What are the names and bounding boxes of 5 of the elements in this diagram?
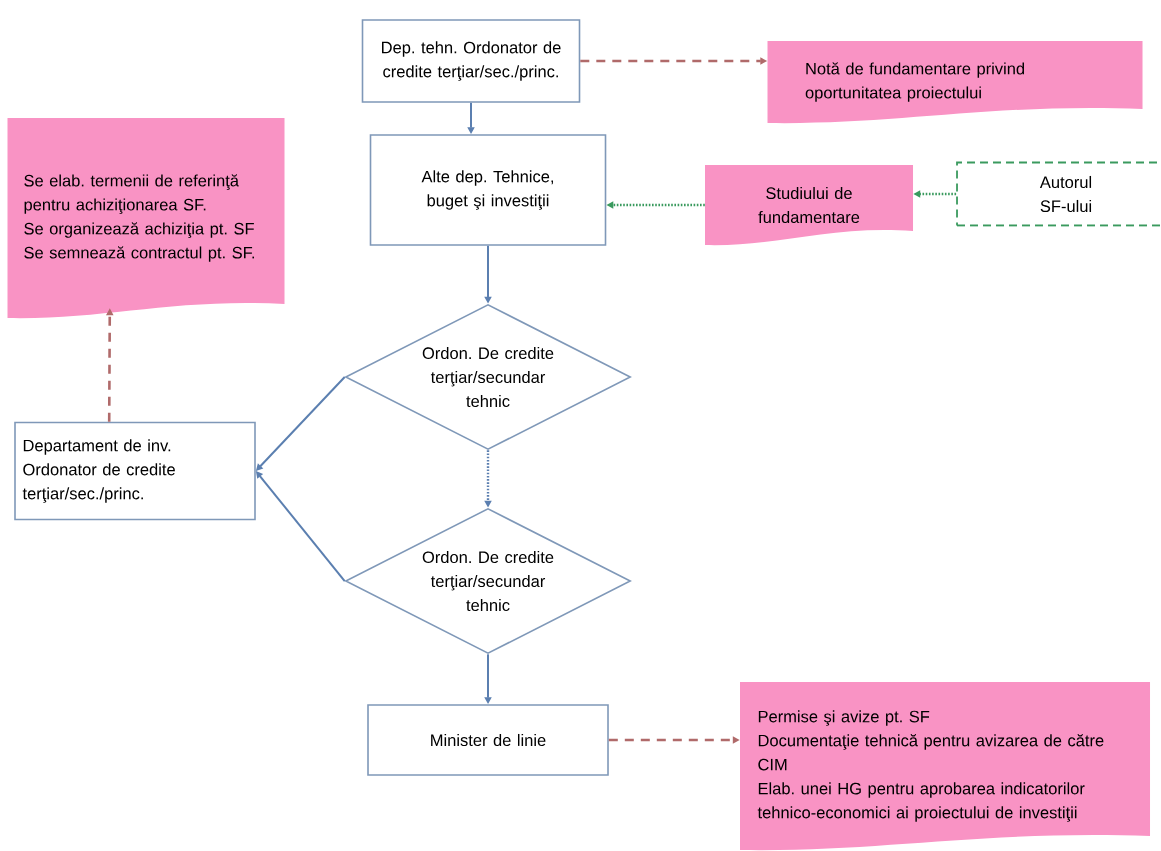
process-box: Dep. tehn. Ordonator de credite terţiar/sec./princ. bbox=[361, 19, 581, 103]
process-box: Departament de inv. Ordonator de credite terţiar/sec./princ. bbox=[14, 421, 256, 521]
process-box: Alte dep. Tehnice, buget şi investiţii bbox=[369, 134, 607, 246]
process-box: Minister de linie bbox=[367, 704, 609, 776]
dashed-box: Autorul SF-ului bbox=[956, 161, 1161, 227]
